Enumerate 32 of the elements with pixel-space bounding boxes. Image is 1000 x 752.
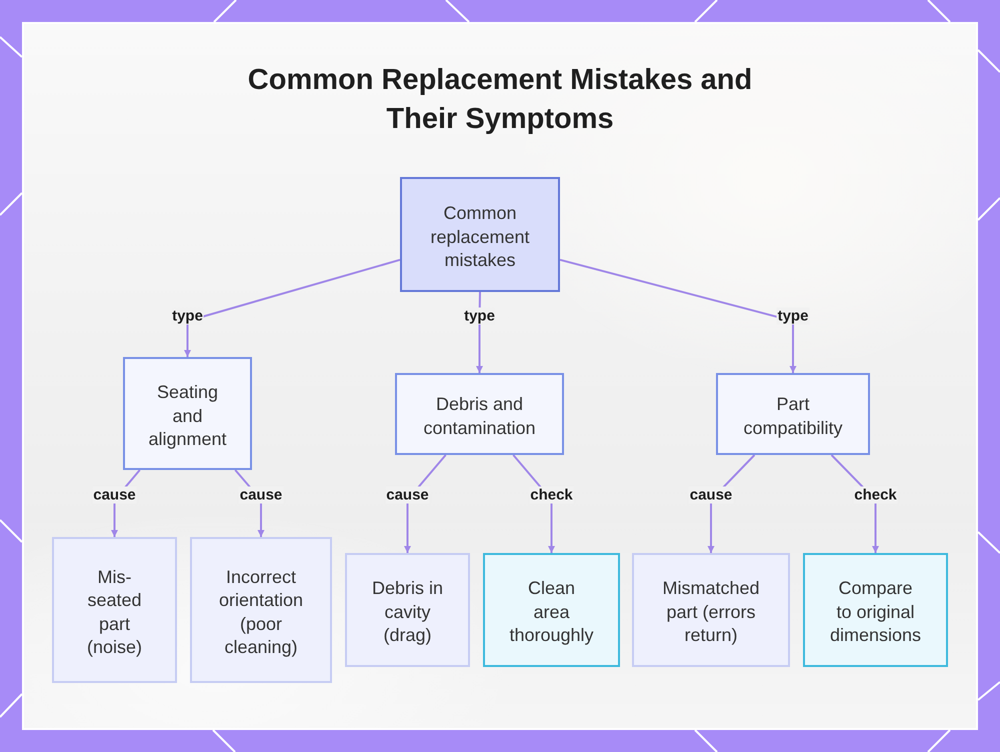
node-label: Debris and contamination [422, 393, 537, 440]
edge-label: cause [92, 486, 137, 504]
node-label: Seating and alignment [147, 381, 228, 452]
edge-label: cause [385, 486, 430, 504]
node-label: Clean area thoroughly [508, 577, 595, 648]
node-label: Compare to original dimensions [830, 577, 922, 648]
concept-box [400, 177, 560, 292]
concept-box [52, 537, 177, 683]
concept-box [716, 373, 870, 455]
node-label: Debris in cavity (drag) [370, 577, 444, 648]
concept-box [190, 537, 332, 683]
edge-label: check [853, 486, 898, 504]
concept-box [395, 373, 564, 455]
node-label: Incorrect orientation (poor cleaning) [218, 566, 304, 659]
node-label: Mis-seated part (noise) [86, 566, 144, 659]
edge-label: check [529, 486, 574, 504]
node-label: Mismatched part (errors return) [661, 577, 761, 648]
connector-arrow [184, 258, 400, 357]
concept-box [483, 553, 620, 667]
diagram-title: Common Replacement Mistakes and Their Symptoms [246, 63, 754, 137]
node-label: Common replacement mistakes [429, 202, 531, 272]
concept-box [123, 357, 252, 470]
connector-arrow [560, 258, 796, 373]
concept-box [803, 553, 948, 667]
concept-box [632, 553, 790, 667]
edge-label: cause [238, 486, 284, 504]
node-label: Part compatibility [742, 393, 844, 440]
edge-label: type [776, 308, 810, 324]
edge-label: cause [688, 486, 734, 504]
edge-label: type [171, 308, 204, 324]
concept-box [345, 553, 470, 667]
edge-label: type [463, 308, 496, 324]
